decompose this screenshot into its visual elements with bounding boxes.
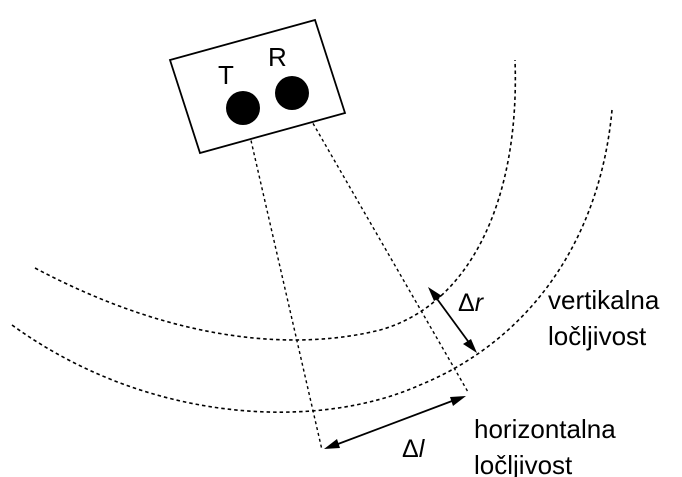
receiver-label: R: [268, 42, 287, 72]
delta-r-var: r: [475, 289, 485, 317]
device-box: [168, 18, 347, 155]
delta-r-arrow: [428, 287, 477, 353]
outer-range-arc: [34, 59, 517, 341]
delta-l-var: l: [419, 435, 426, 463]
beam-right-edge: [306, 112, 469, 393]
radar-device: T R: [168, 18, 347, 155]
transmitter-dot: [226, 91, 260, 125]
delta-l-arrow: [324, 396, 466, 449]
delta-l-label: Δl: [402, 435, 426, 463]
inner-range-arc: [11, 109, 613, 413]
beam-left-edge: [246, 122, 323, 451]
receiver-dot: [275, 76, 309, 110]
horizontal-resolution-line1: horizontalna: [474, 414, 616, 444]
vertical-resolution-line1: vertikalna: [548, 285, 660, 315]
delta-r-delta: Δ: [458, 289, 475, 317]
vertical-resolution-line2: ločljivost: [548, 321, 647, 351]
delta-r-label: Δr: [458, 289, 485, 317]
transmitter-label: T: [218, 60, 234, 90]
delta-l-delta: Δ: [402, 435, 419, 463]
horizontal-resolution-line2: ločljivost: [474, 450, 573, 477]
